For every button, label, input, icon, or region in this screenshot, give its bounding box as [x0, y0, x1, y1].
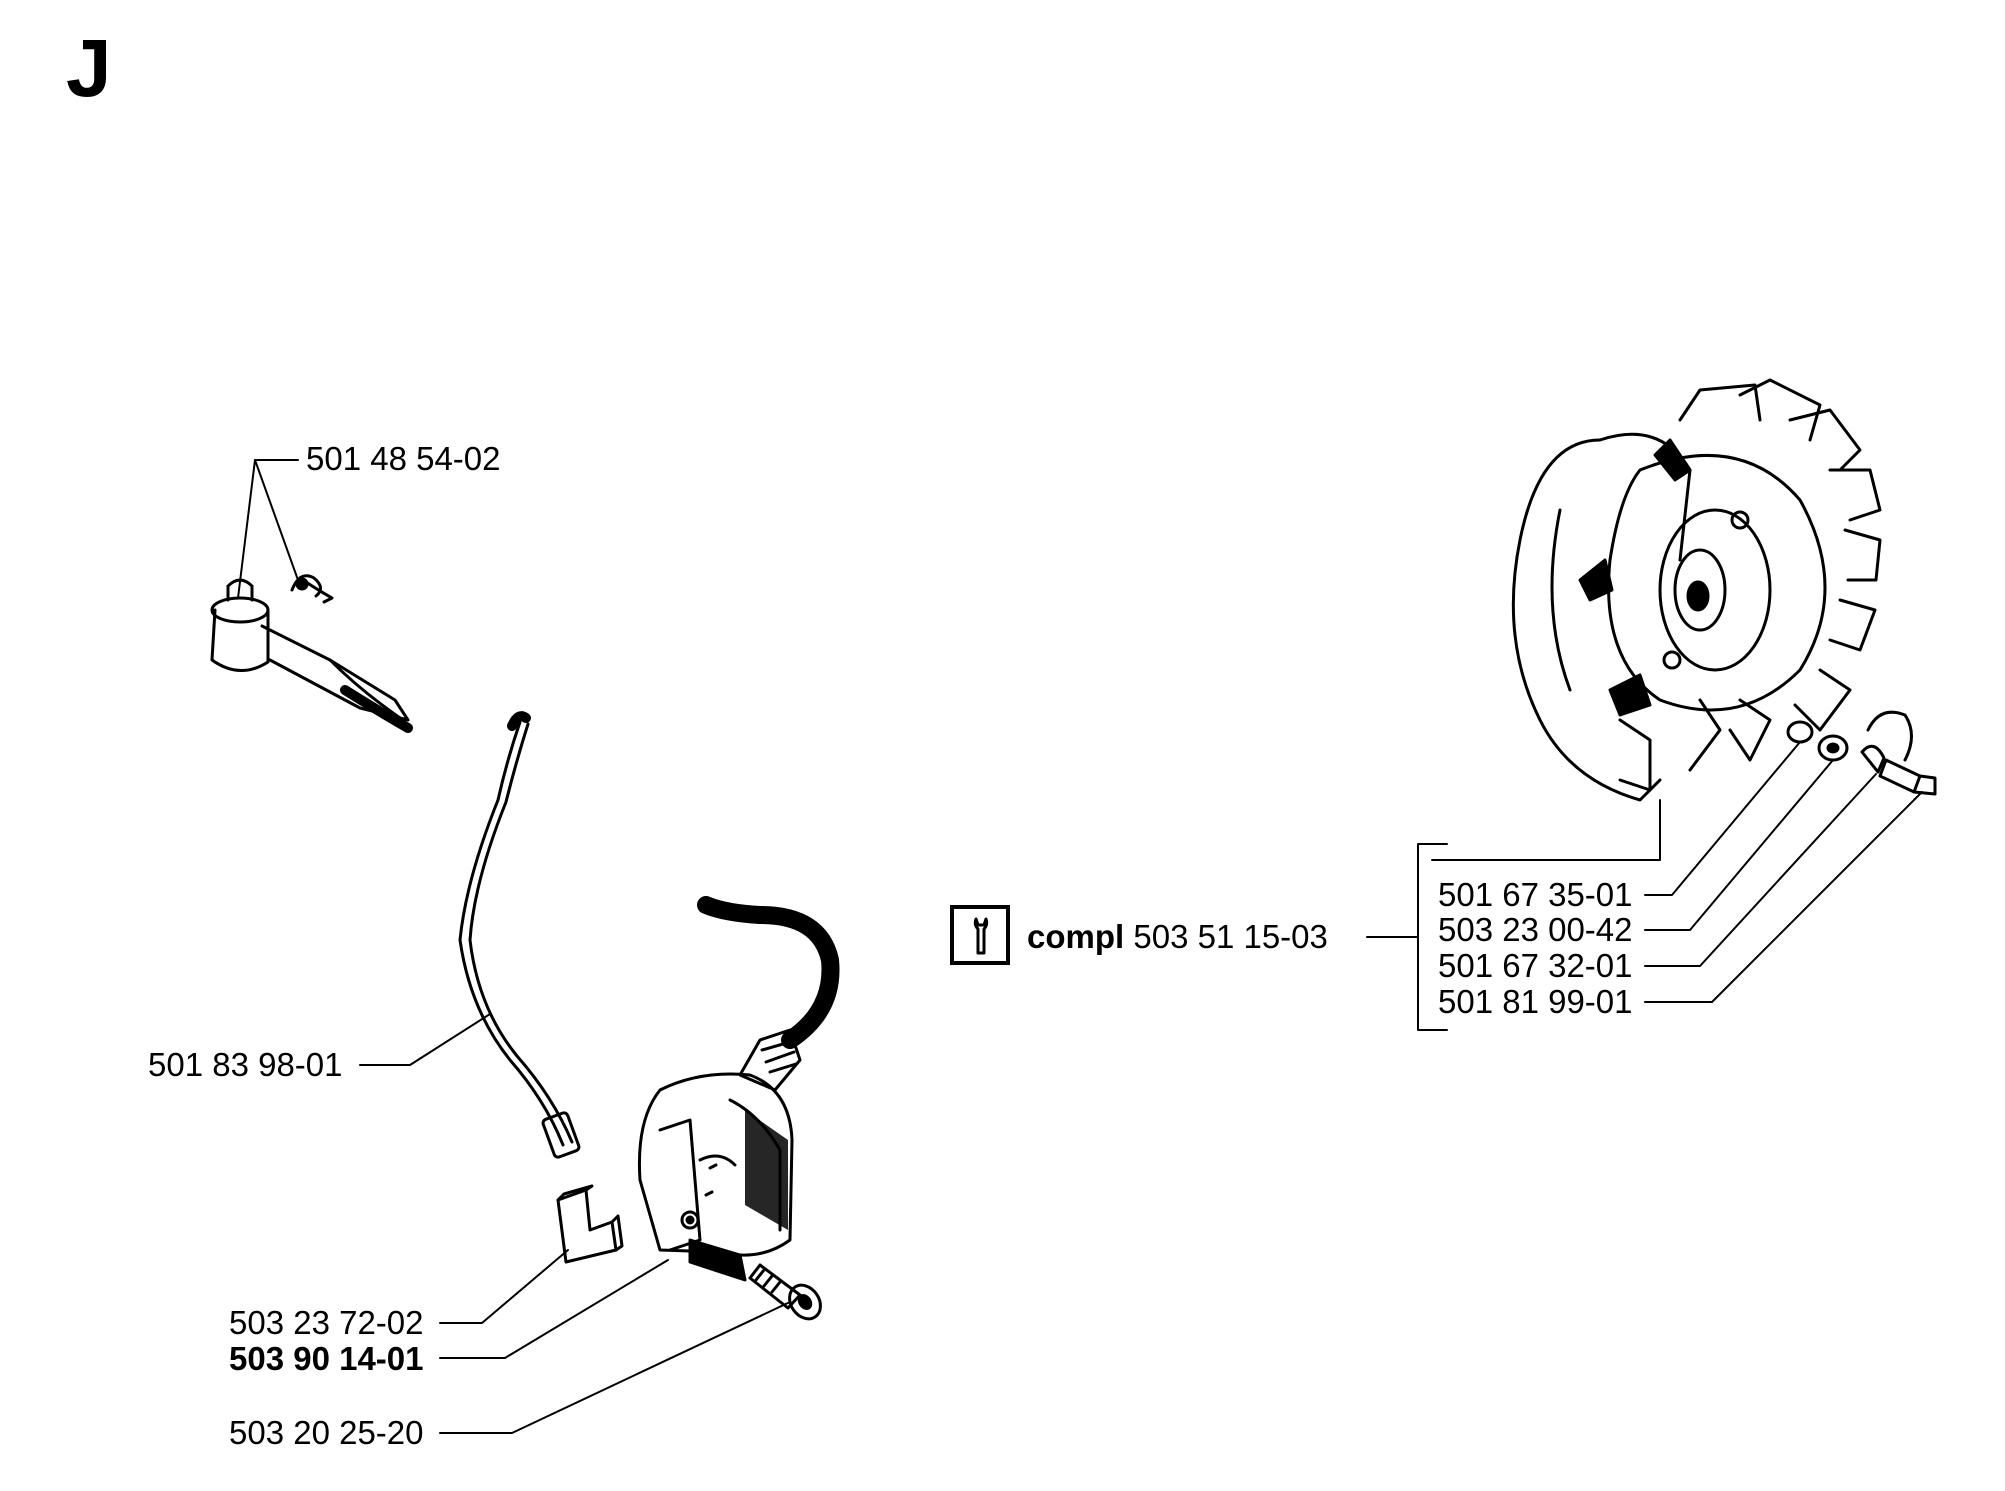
- coil-screw-drawing: [748, 1263, 822, 1321]
- section-letter: J: [66, 23, 112, 114]
- part-label: 501 81 99-01: [1438, 983, 1633, 1020]
- part-label-highlighted: 503 90 14-01: [229, 1340, 424, 1377]
- part-label: 501 67 32-01: [1438, 947, 1633, 984]
- part-label: 503 23 72-02: [229, 1304, 424, 1341]
- spring-clip-drawing: [290, 574, 334, 604]
- short-wire-drawing: [458, 711, 581, 1159]
- part-label: 503 23 00-42: [1438, 911, 1633, 948]
- wrench-icon: [950, 905, 1010, 965]
- flywheel-hardware-drawing: [1786, 710, 1937, 796]
- compl-label: compl 503 51 15-03: [1027, 920, 1328, 953]
- l-spacer-drawing: [556, 1184, 624, 1264]
- compl-word: compl: [1027, 918, 1125, 955]
- spark-plug-cap-drawing: [210, 578, 410, 722]
- flywheel-drawing: [1511, 378, 1882, 802]
- ignition-coil-drawing: [637, 1028, 802, 1282]
- part-label: 503 20 25-20: [229, 1414, 424, 1451]
- part-label: 501 67 35-01: [1438, 876, 1633, 913]
- compl-part-number: 503 51 15-03: [1133, 918, 1328, 955]
- part-label: 501 48 54-02: [306, 440, 501, 477]
- part-label: 501 83 98-01: [148, 1046, 343, 1083]
